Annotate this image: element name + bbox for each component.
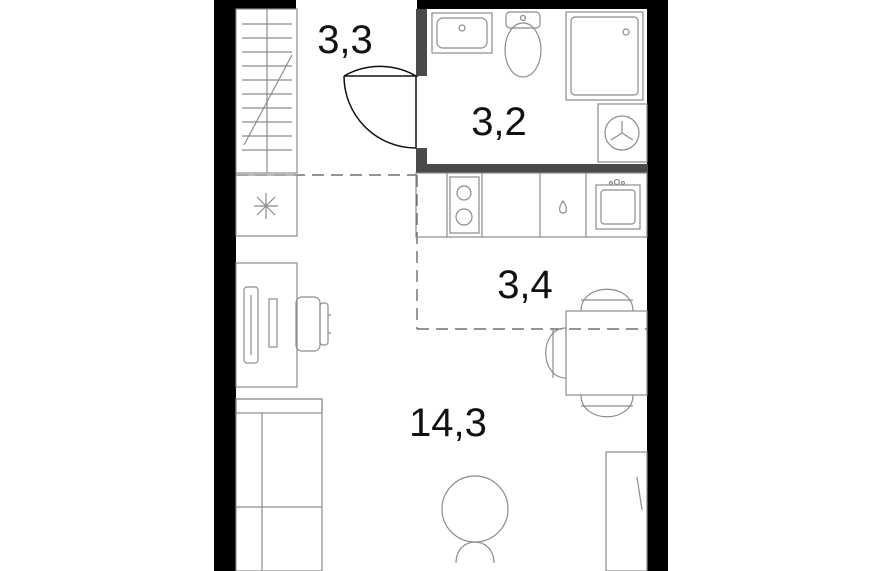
bathroom-area-label: 3,2	[471, 100, 527, 144]
zone-dividers	[236, 174, 647, 330]
wardrobe	[235, 8, 298, 174]
kitchen-counter	[415, 172, 648, 238]
tv-cabinet	[605, 451, 648, 571]
round-table	[441, 475, 509, 564]
hallway-area-label: 3,3	[317, 18, 373, 62]
bathroom-door[interactable]	[343, 65, 419, 149]
dining-chairs	[545, 288, 634, 418]
bathroom-wall-lower	[416, 148, 427, 172]
right-exterior-wall	[647, 0, 668, 571]
sofa	[235, 398, 323, 571]
kitchen-area-label: 3,4	[497, 263, 553, 307]
bathroom-wall-upper	[416, 9, 427, 76]
exterior-walls	[214, 0, 668, 571]
desk-chair	[295, 296, 331, 352]
bathroom-sink	[431, 12, 493, 54]
work-desk	[235, 262, 298, 388]
cooktop	[449, 176, 480, 234]
top-wall-left	[214, 0, 296, 9]
living-area-label: 14,3	[409, 401, 487, 445]
dining-table	[565, 310, 648, 396]
hallway-shelf	[235, 174, 298, 237]
kitchen-sink	[595, 178, 641, 230]
shower	[565, 11, 644, 101]
toilet	[504, 11, 542, 78]
dishwasher	[559, 199, 567, 214]
bathroom-bottom-wall	[416, 164, 648, 173]
partitions	[416, 9, 648, 173]
washing-machine	[597, 103, 648, 163]
top-wall-right	[417, 0, 668, 9]
left-exterior-wall	[214, 0, 236, 571]
